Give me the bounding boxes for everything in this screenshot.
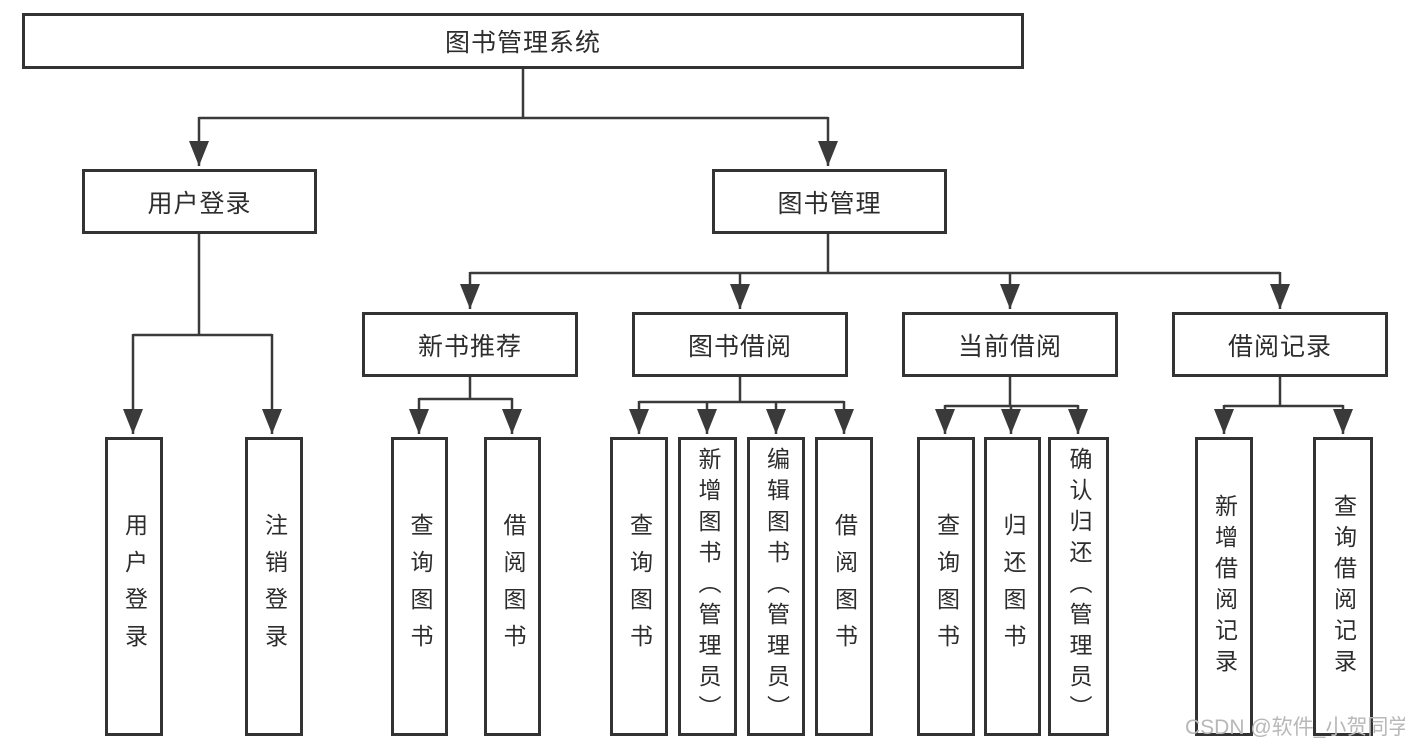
node-book-borrow: 图书借阅 bbox=[632, 312, 848, 377]
node-current-borrow: 当前借阅 bbox=[902, 312, 1118, 377]
leaf-query-books-current-label: 查询图书 bbox=[933, 512, 960, 661]
node-borrow-records-label: 借阅记录 bbox=[1227, 332, 1332, 361]
node-book-management: 图书管理 bbox=[712, 169, 947, 234]
node-library-system: 图书管理系统 bbox=[22, 13, 1024, 69]
leaf-confirm-return-admin: 确认归还（管理员） bbox=[1048, 437, 1109, 736]
leaf-add-borrow-record: 新增借阅记录 bbox=[1195, 437, 1253, 736]
leaf-add-borrow-record-label: 新增借阅记录 bbox=[1211, 493, 1238, 680]
leaf-user-login-label: 用户登录 bbox=[121, 512, 148, 661]
leaf-query-books-current: 查询图书 bbox=[917, 437, 975, 736]
leaf-confirm-return-admin-label: 确认归还（管理员） bbox=[1066, 447, 1092, 726]
leaf-query-books-recommend-label: 查询图书 bbox=[407, 512, 433, 661]
leaf-edit-book-admin-label: 编辑图书（管理员） bbox=[763, 447, 790, 726]
leaf-borrow-book: 借阅图书 bbox=[815, 437, 873, 736]
node-new-book-recommend: 新书推荐 bbox=[362, 312, 578, 377]
node-current-borrow-label: 当前借阅 bbox=[957, 332, 1062, 361]
leaf-query-borrow-record-label: 查询借阅记录 bbox=[1330, 493, 1357, 680]
watermark: CSDN @软件_小贺同学 bbox=[1185, 711, 1405, 741]
leaf-logout: 注销登录 bbox=[245, 437, 303, 736]
node-borrow-records: 借阅记录 bbox=[1172, 312, 1388, 377]
leaf-edit-book-admin: 编辑图书（管理员） bbox=[747, 437, 805, 736]
node-user-login: 用户登录 bbox=[82, 169, 317, 234]
leaf-borrow-book-label: 借阅图书 bbox=[831, 512, 858, 661]
leaf-query-books-borrow-label: 查询图书 bbox=[626, 512, 653, 661]
watermark-text: CSDN @软件_小贺同学 bbox=[1185, 716, 1405, 739]
leaf-query-books-recommend: 查询图书 bbox=[391, 437, 448, 736]
node-user-login-label: 用户登录 bbox=[147, 189, 252, 218]
leaf-logout-label: 注销登录 bbox=[261, 512, 288, 661]
leaf-return-book-label: 归还图书 bbox=[1000, 512, 1026, 661]
leaf-return-book: 归还图书 bbox=[984, 437, 1041, 736]
leaf-add-book-admin-label: 新增图书（管理员） bbox=[695, 447, 721, 726]
node-library-system-label: 图书管理系统 bbox=[444, 29, 601, 57]
node-new-book-recommend-label: 新书推荐 bbox=[417, 332, 522, 361]
node-book-management-label: 图书管理 bbox=[777, 189, 882, 218]
leaf-borrow-books-recommend-label: 借阅图书 bbox=[500, 512, 526, 661]
leaf-query-borrow-record: 查询借阅记录 bbox=[1313, 437, 1373, 736]
leaf-add-book-admin: 新增图书（管理员） bbox=[678, 437, 737, 736]
leaf-borrow-books-recommend: 借阅图书 bbox=[484, 437, 541, 736]
leaf-user-login: 用户登录 bbox=[105, 437, 163, 736]
leaf-query-books-borrow: 查询图书 bbox=[610, 437, 668, 736]
node-book-borrow-label: 图书借阅 bbox=[687, 332, 792, 361]
